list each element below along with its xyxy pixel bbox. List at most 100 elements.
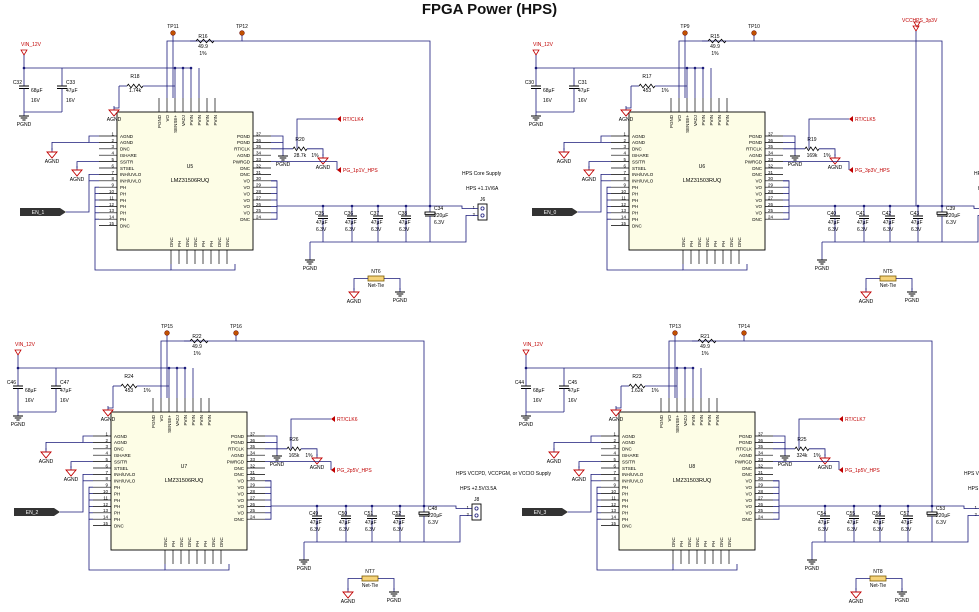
cap-ref: C46: [7, 380, 16, 386]
wire: [672, 564, 738, 571]
testpoint-icon: [672, 330, 678, 336]
net-tie-value: Net-Tie: [870, 583, 886, 589]
agnd-icon: [558, 151, 570, 159]
agnd-label: AGND: [818, 465, 833, 471]
wire: [783, 135, 796, 143]
pin-name: AGND: [120, 134, 134, 139]
wire: [271, 161, 338, 170]
pin-number: 36: [758, 438, 764, 443]
resistor-tolerance: 1%: [823, 153, 831, 159]
pin-name: PH: [114, 517, 120, 522]
pin-number: 29: [250, 483, 256, 488]
agnd-icon: [40, 451, 52, 459]
wire: [744, 340, 933, 494]
pin-name: PVIN: [199, 415, 204, 426]
pin-number: 8: [105, 476, 108, 481]
polarized-cap-icon: [424, 211, 436, 215]
pin-name: PVIN: [717, 115, 722, 126]
net-tie-icon: [879, 275, 897, 282]
pin-name: PGND: [231, 440, 245, 445]
junction-dot: [189, 66, 193, 70]
pin-name: VO: [745, 491, 752, 496]
pin-number: 15: [611, 521, 617, 526]
pin-name: VO: [677, 115, 682, 122]
pin-number: 2: [111, 138, 114, 143]
agnd-label: AGND: [557, 159, 572, 165]
output-cap-ref: C42: [882, 211, 891, 217]
pin-number: 25: [256, 208, 262, 213]
pin-name: PVIN: [197, 115, 202, 126]
pin-name: STSEL: [622, 466, 637, 471]
pin-name: VO: [243, 191, 250, 196]
pin-number: 11: [621, 195, 626, 200]
pin-number: 5: [105, 457, 108, 462]
net-tie-icon: [367, 275, 385, 282]
pin-number: 15: [621, 221, 627, 226]
output-cap-voltage: 6.3V: [873, 527, 884, 533]
rt-clk-flag-label: RT/CLK4: [343, 117, 364, 123]
input-net-label: VIN_12V: [533, 42, 554, 48]
pin-name: PH: [120, 185, 126, 190]
output-cap-ref: C51: [364, 511, 373, 517]
resistor-tolerance: 1%: [661, 88, 669, 94]
bulk-cap-voltage: 6.3V: [434, 220, 445, 226]
output-cap-value: 47µF: [310, 520, 322, 526]
pin-name: PH: [711, 541, 716, 547]
pin-name: PWRGD: [745, 159, 763, 164]
output-cap-value: 47µF: [883, 220, 895, 226]
pg-flag-icon: [839, 467, 843, 473]
cap-ref: C32: [13, 80, 22, 86]
pgnd-label: PGND: [11, 422, 26, 428]
pin-number: 2: [623, 138, 626, 143]
pin-name: VO: [745, 511, 752, 516]
pin-name: VO: [745, 479, 752, 484]
pin-name: VO: [237, 491, 244, 496]
pin-number: 33: [768, 157, 774, 162]
connector-pin-number: 2: [974, 512, 977, 517]
pin-name: PH: [632, 198, 638, 203]
pin-name: DNC: [225, 237, 230, 247]
resistor-ref: R25: [797, 437, 806, 443]
pin-name: PVIN: [205, 115, 210, 126]
pin-name: VO: [243, 185, 250, 190]
pgnd-label: PGND: [788, 162, 803, 168]
pin-number: 31: [768, 170, 774, 175]
pin-name: PH: [114, 511, 120, 516]
pin-name: DNC: [752, 166, 762, 171]
pin-name: DNC: [185, 237, 190, 247]
pin-number: 32: [256, 163, 262, 168]
pin-name: INH/UVLO: [120, 179, 142, 184]
pin-number: 12: [621, 202, 627, 207]
pin-number: 4: [111, 151, 114, 156]
pin-name: DNC: [719, 537, 724, 547]
pin-name: DNC: [187, 537, 192, 547]
regulator-block-u5: U5LMZ31506RUQAGND1AGND2DNC3ISHARE4SS/TR5…: [13, 24, 502, 305]
resistor-icon: [126, 83, 144, 89]
cap-ref: C45: [568, 380, 577, 386]
output-cap-voltage: 6.3V: [393, 527, 404, 533]
agnd-icon: [819, 457, 831, 465]
wire: [588, 161, 611, 168]
enable-net-flag: [522, 508, 568, 516]
pin-number: 13: [621, 208, 627, 213]
wire: [271, 135, 284, 143]
wire: [353, 278, 368, 290]
testpoint-label: TP16: [230, 324, 242, 330]
pin-name: AGND: [120, 140, 134, 145]
agnd-label: AGND: [39, 459, 54, 465]
agnd-icon: [610, 409, 622, 417]
wire: [70, 461, 93, 468]
output-cap-ref: C41: [856, 211, 865, 217]
pin-name: DNC: [742, 517, 752, 522]
wire: [23, 55, 192, 98]
pin-name: DNC: [169, 237, 174, 247]
testpoint-label: TP10: [748, 24, 760, 30]
resistor-value: 324k: [797, 453, 808, 459]
pgnd-label: PGND: [815, 266, 830, 272]
pin-number: 14: [611, 515, 617, 520]
pin-name: SS/TR: [632, 159, 646, 164]
pin-name: DNC: [240, 172, 250, 177]
pin-name: RT/CLK: [746, 147, 762, 152]
pin-name: PVIN: [183, 415, 188, 426]
